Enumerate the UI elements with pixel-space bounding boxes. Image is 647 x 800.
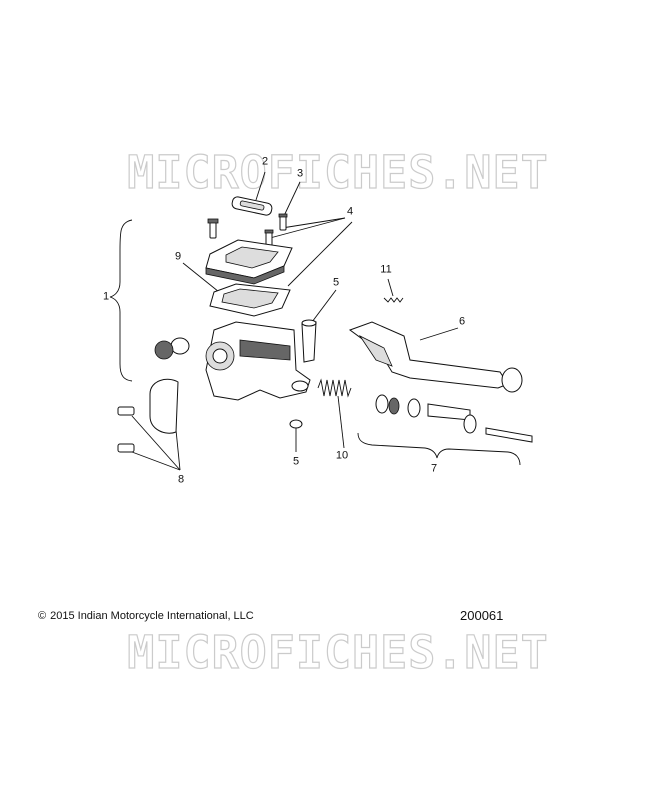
callout-9: 9	[174, 250, 182, 263]
part-10-spring	[317, 378, 352, 398]
part-8-clamp	[117, 378, 179, 453]
callout-6: 6	[458, 315, 466, 328]
callout-2: 2	[261, 155, 269, 168]
leader-lines	[131, 171, 459, 471]
callout-3: 3	[296, 167, 304, 180]
part-9-diaphragm	[209, 283, 291, 317]
watermark-top: MICROFICHES.NET	[127, 146, 549, 199]
callout-10: 10	[335, 449, 349, 462]
callout-5-bottom: 5	[292, 455, 300, 468]
part-6-brake-lever	[348, 321, 523, 393]
part-5-clip	[289, 419, 303, 429]
part-2-cap-gasket	[231, 196, 273, 216]
diagram-code: 200061	[460, 608, 504, 623]
watermark-bottom: MICROFICHES.NET	[127, 626, 549, 679]
callout-5-top: 5	[332, 276, 340, 289]
part-5-pushrod-boot	[301, 319, 317, 363]
bracket-group-1	[109, 219, 133, 382]
callout-7: 7	[430, 462, 438, 475]
part-sight-cap	[154, 337, 190, 360]
part-4-reservoir-cover	[205, 239, 293, 285]
callout-11: 11	[380, 263, 392, 276]
part-7-piston-kit	[375, 394, 533, 443]
copyright-text: 2015 Indian Motorcycle International, LL…	[50, 610, 254, 622]
master-cylinder-body	[205, 321, 311, 401]
bracket-group-7	[357, 432, 521, 466]
callout-1: 1	[102, 290, 110, 303]
copyright-symbol: ©	[38, 610, 47, 622]
part-11-spring	[383, 297, 404, 303]
part-3-screws	[207, 213, 288, 247]
copyright-notice: ©2015 Indian Motorcycle International, L…	[38, 610, 254, 622]
callout-8: 8	[177, 473, 185, 486]
callout-4: 4	[346, 205, 354, 218]
